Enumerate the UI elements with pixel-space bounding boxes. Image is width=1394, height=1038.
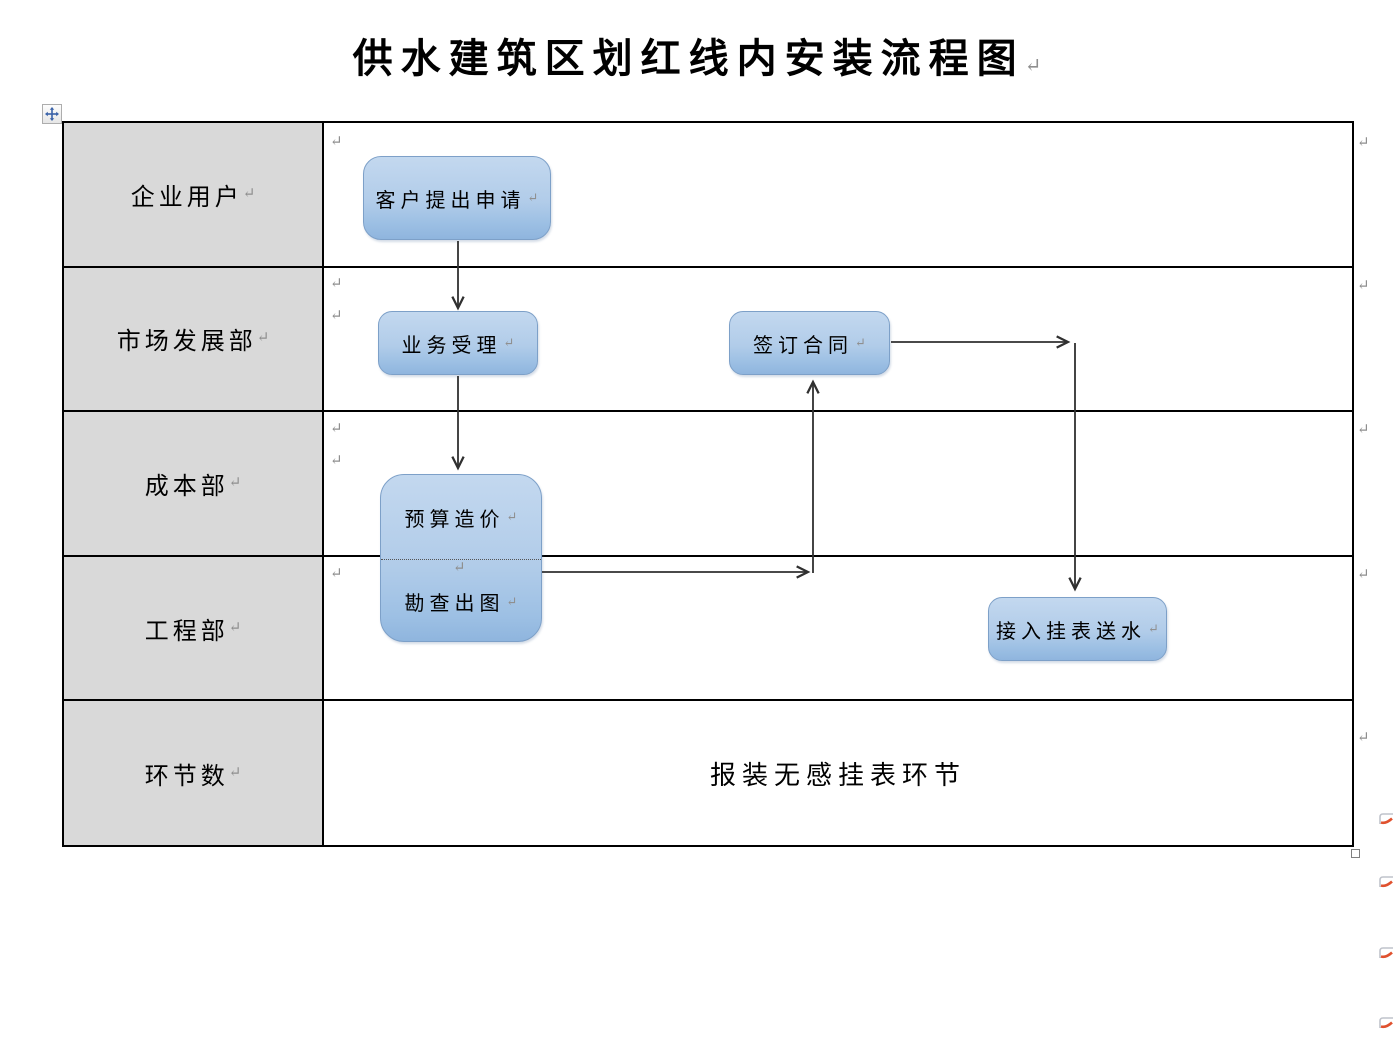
bottom-note: 报装无感挂表环节 — [322, 755, 1354, 792]
end-of-row-mark: ↵ — [1357, 278, 1370, 294]
paragraph-mark: ↵ — [855, 335, 866, 350]
page-title-text: 供水建筑区划红线内安装流程图 — [352, 36, 1025, 81]
table-move-handle-icon[interactable] — [42, 104, 62, 124]
lane-label: 工程部 — [144, 618, 229, 645]
flow-box-customer-application[interactable]: 客户提出申请↵ — [363, 156, 551, 240]
lane-row-step-count: 环节数↵ — [64, 701, 1352, 846]
lane-label: 市场发展部 — [116, 329, 257, 356]
paragraph-mark: ↵ — [228, 619, 242, 636]
flow-box-label: 签订合同 — [753, 334, 854, 357]
flow-box-label: 勘查出图 — [404, 593, 505, 615]
lane-label: 企业用户 — [130, 184, 243, 211]
paragraph-mark: ↵ — [228, 764, 242, 781]
margin-marker-icon — [1379, 813, 1393, 825]
paragraph-mark: ↵ — [506, 509, 518, 524]
paragraph-mark: ↵ — [330, 421, 343, 437]
paragraph-mark: ↵ — [228, 475, 242, 492]
move-arrows-icon — [45, 107, 59, 121]
table-resize-handle[interactable] — [1351, 849, 1360, 858]
bottom-note-text: 报装无感挂表环节 — [709, 761, 966, 790]
lane-label: 成本部 — [144, 474, 229, 501]
swimlane-table: 企业用户↵ 市场发展部↵ 成本部↵ 工程部↵ 环节数↵ — [62, 121, 1354, 847]
lane-label: 环节数 — [144, 763, 229, 790]
flow-box-budget-and-survey[interactable]: 预算造价↵ ↵ 勘查出图↵ — [380, 474, 542, 642]
flow-box-budget-section: 预算造价↵ — [381, 475, 541, 559]
paragraph-mark: ↵ — [527, 190, 539, 205]
lane-label-cell: 市场发展部↵ — [64, 267, 324, 411]
flow-box-survey-section: 勘查出图↵ — [381, 559, 541, 643]
lane-label-cell: 企业用户↵ — [64, 123, 324, 266]
flow-box-label: 业务受理 — [401, 334, 502, 357]
end-of-row-mark: ↵ — [1357, 422, 1370, 438]
flow-box-connect-meter-water[interactable]: 接入挂表送水↵ — [988, 597, 1167, 661]
flow-box-label: 接入挂表送水 — [996, 620, 1147, 643]
paragraph-mark: ↵ — [242, 185, 256, 202]
end-of-row-mark: ↵ — [1357, 730, 1370, 746]
margin-marker-icon — [1379, 1017, 1393, 1029]
flow-box-label: 预算造价 — [404, 508, 505, 531]
lane-label-cell: 工程部↵ — [64, 556, 324, 700]
lane-row-engineering-dept: 工程部↵ — [64, 556, 1352, 702]
flow-box-business-acceptance[interactable]: 业务受理↵ — [378, 311, 538, 375]
paragraph-mark: ↵ — [506, 593, 518, 609]
lane-label-cell: 环节数↵ — [64, 701, 324, 846]
lane-row-market-dev: 市场发展部↵ — [64, 267, 1352, 413]
paragraph-mark: ↵ — [503, 335, 515, 350]
paragraph-mark: ↵ — [330, 566, 343, 582]
paragraph-mark: ↵ — [330, 308, 343, 324]
paragraph-mark: ↵ — [453, 560, 466, 576]
paragraph-mark: ↵ — [1024, 55, 1042, 77]
lane-row-cost-dept: 成本部↵ — [64, 412, 1352, 557]
paragraph-mark: ↵ — [330, 276, 343, 292]
end-of-row-mark: ↵ — [1357, 567, 1370, 583]
flow-box-label: 客户提出申请 — [375, 189, 526, 212]
page-title: 供水建筑区划红线内安装流程图↵ — [0, 26, 1394, 84]
flow-box-sign-contract[interactable]: 签订合同↵ — [729, 311, 890, 375]
lane-label-cell: 成本部↵ — [64, 412, 324, 555]
paragraph-mark: ↵ — [1148, 621, 1159, 636]
lane-row-enterprise-user: 企业用户↵ — [64, 123, 1352, 268]
paragraph-mark: ↵ — [330, 453, 343, 469]
margin-marker-icon — [1379, 876, 1393, 888]
paragraph-mark: ↵ — [330, 134, 343, 150]
paragraph-mark: ↵ — [256, 330, 270, 347]
end-of-row-mark: ↵ — [1357, 135, 1370, 151]
margin-marker-icon — [1379, 947, 1393, 959]
